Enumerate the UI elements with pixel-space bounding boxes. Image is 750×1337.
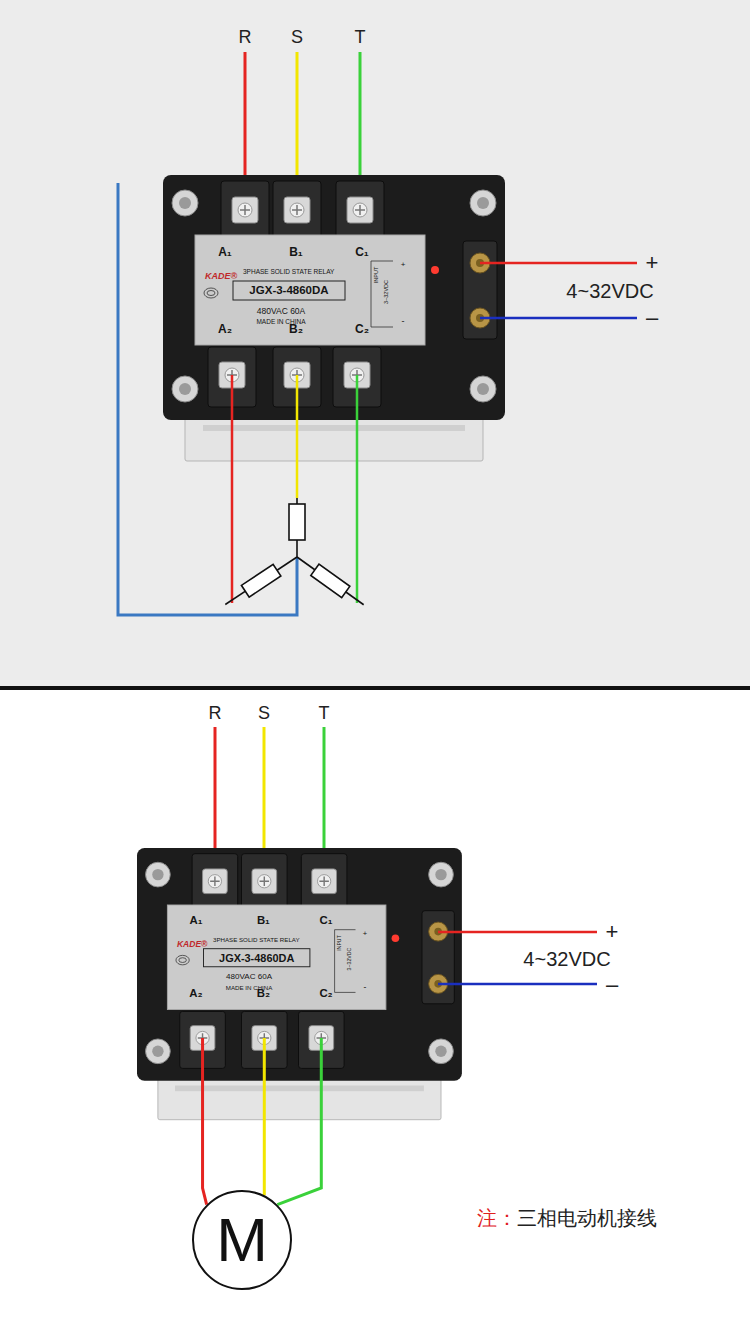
phase-label: S [291,28,303,46]
polarity-mark: + [363,930,367,938]
relay-body: A₁ B₁ C₁ KADE® 3PHASE SOLID STATE RELAY JGX-3… [137,848,462,1038]
wire [203,1038,207,1205]
input-wire [480,317,637,320]
phase-label: T [319,704,330,722]
terminal-label: B₂ [257,989,270,1000]
polarity-mark: - [364,982,367,991]
top-panel [0,0,750,686]
model-number: JGX-3-4860DA [249,285,328,297]
phase-label: R [209,704,222,722]
resistor-symbol [225,557,297,604]
relay-body: A₁ B₁ C₁ KADE® 3PHASE SOLID STATE RELAY JGX-3… [163,175,505,375]
terminal-label: C₁ [355,246,369,258]
input-range: 3~32VDC [347,948,352,971]
relay-illustration [137,848,462,1120]
rating: 480VAC 60A [257,307,306,316]
product-type: 3PHASE SOLID STATE RELAY [213,937,300,943]
load-wire [118,183,297,615]
relay-illustration [163,175,505,461]
voltage-label: 4~32VDC [566,281,653,301]
terminal-label: A₁ [189,915,202,926]
motor-circle: M [192,1190,292,1290]
note-mark: 注： [477,1208,517,1228]
resistor-symbol [221,551,300,610]
polarity-mark: – [606,974,618,996]
note-text: 三相电动机接线 [517,1208,657,1228]
product-type: 3PHASE SOLID STATE RELAY [243,269,334,276]
resistor-symbol [241,564,280,597]
terminal-label: C₂ [319,989,332,1000]
polarity-mark: + [401,261,406,269]
load-wire [356,375,359,603]
input-label: INPUT [338,935,343,951]
brand-name: KADE® [205,272,237,281]
input-wire [438,931,597,934]
resistor-symbol [221,498,367,610]
resistor-symbol [293,551,368,610]
wire [263,1038,266,1195]
resistor-symbol [311,564,350,598]
phase-label: R [239,28,252,46]
input-range: 3~32VDC [384,280,390,304]
terminal-label: B₂ [289,323,303,335]
terminal-label: C₂ [355,323,369,335]
voltage-label: 4~32VDC [523,949,610,969]
motor-symbol: M [216,1209,268,1271]
terminal-label: B₁ [289,246,303,258]
phase-label: S [258,704,270,722]
terminal-label: C₁ [320,915,333,926]
load-wire [296,375,299,498]
polarity-mark: + [646,252,659,274]
load-wire [118,183,357,615]
divider-line [0,686,750,690]
polarity-mark: - [402,317,405,326]
resistor-symbol [297,557,364,605]
polarity-mark: + [606,921,619,943]
terminal-label: A₂ [218,323,232,335]
terminal-label: A₁ [218,246,232,258]
brand-name: KADE® [177,940,208,949]
terminal-label: B₁ [257,915,270,926]
input-wire [480,262,637,265]
polarity-mark: – [646,307,658,329]
terminal-label: A₂ [189,989,202,1000]
input-label: INPUT [374,267,380,284]
resistor-symbol [289,504,305,540]
load-wire [231,375,234,603]
phase-label: T [355,28,366,46]
wire [277,1038,321,1205]
rating: 480VAC 60A [226,973,272,981]
model-number: JGX-3-4860DA [219,953,294,964]
input-wire [438,983,597,986]
motor-outline [193,1191,291,1289]
